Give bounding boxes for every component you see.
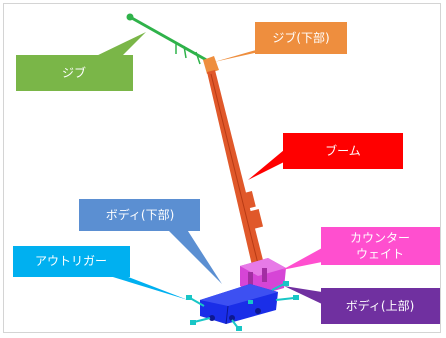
callout-outrigger: アウトリガー xyxy=(13,246,188,300)
callout-boom: ブーム xyxy=(248,133,403,180)
callout-jib-lower: ジブ(下部) xyxy=(214,22,347,62)
crane-illustration xyxy=(126,13,299,331)
callout-jib-lower-box xyxy=(255,22,347,54)
callout-outrigger-label: アウトリガー xyxy=(35,254,107,268)
callout-body-lower-box xyxy=(79,199,200,231)
boom-part xyxy=(207,70,266,274)
callout-body-lower: ボディ(下部) xyxy=(79,199,222,284)
jib-lower-part xyxy=(203,56,219,74)
callout-body-upper-box xyxy=(321,288,440,324)
callout-body-lower-label: ボディ(下部) xyxy=(106,207,175,222)
diagram-frame xyxy=(3,3,441,333)
callout-jib-lower-label: ジブ(下部) xyxy=(272,30,329,45)
callout-outrigger-box xyxy=(13,246,130,277)
callout-boom-box xyxy=(283,133,403,169)
carrier-body-part xyxy=(200,284,278,325)
callout-jib: ジブ xyxy=(16,32,146,91)
callout-body-upper: ボディ(上部) xyxy=(284,286,440,324)
callout-jib-label: ジブ xyxy=(62,65,86,80)
callout-counterweight-box xyxy=(321,227,440,265)
callout-boom-label: ブーム xyxy=(325,143,361,158)
jib-part xyxy=(126,13,211,65)
outrigger-part xyxy=(186,281,299,331)
callout-counterweight: カウンター ウェイト xyxy=(282,227,440,270)
callout-counterweight-label-2: ウェイト xyxy=(356,247,404,261)
callout-body-upper-label: ボディ(上部) xyxy=(346,298,415,313)
callout-counterweight-label-1: カウンター xyxy=(350,231,410,245)
callout-jib-box xyxy=(16,55,133,91)
